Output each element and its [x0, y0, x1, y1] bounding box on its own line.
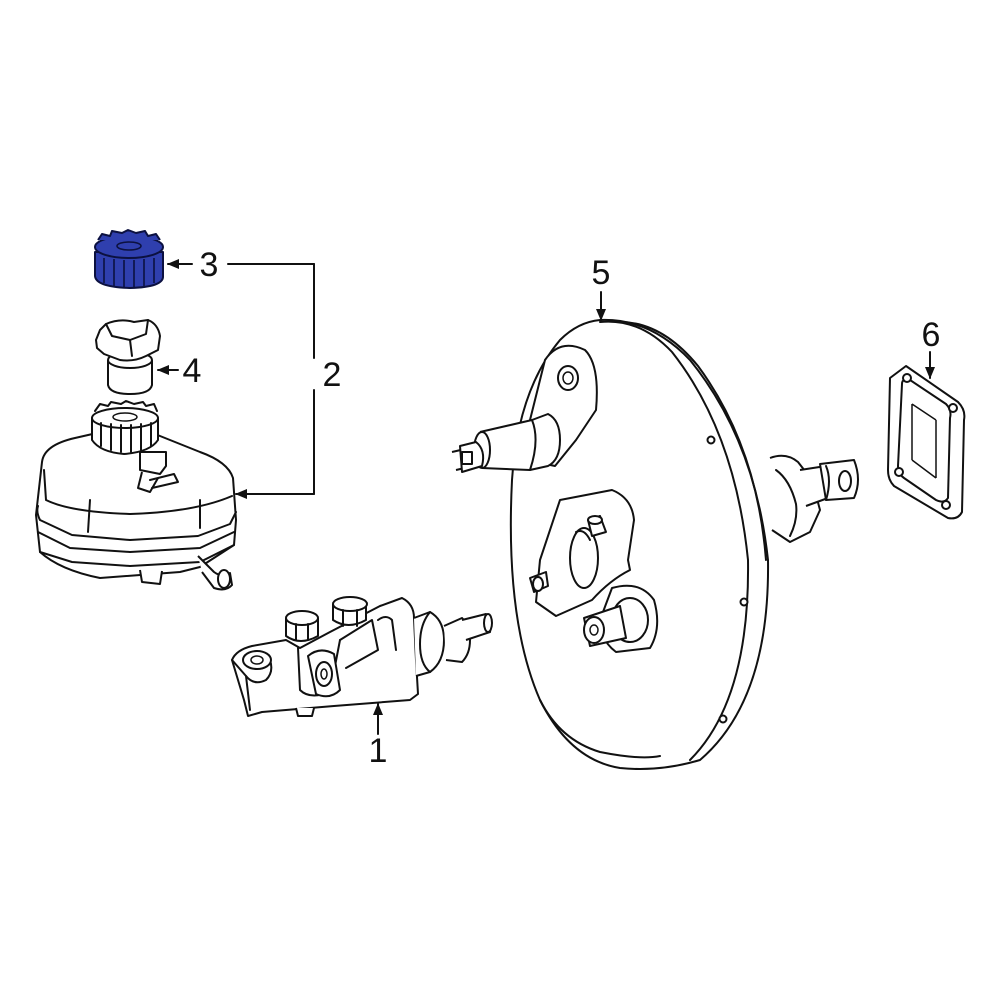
brake-booster-icon[interactable] — [451, 318, 859, 770]
callout-3[interactable]: 3 — [200, 246, 219, 284]
callout-1[interactable]: 1 — [369, 732, 388, 770]
reservoir-cap-icon[interactable] — [94, 229, 164, 289]
master-cylinder-icon[interactable] — [231, 596, 493, 717]
callout-6[interactable]: 6 — [922, 316, 941, 354]
callout-4[interactable]: 4 — [183, 352, 202, 390]
callout-5[interactable]: 5 — [592, 254, 611, 292]
reservoir-strainer-icon[interactable] — [95, 319, 161, 395]
booster-gasket-icon[interactable] — [887, 365, 966, 520]
callout-2[interactable]: 2 — [323, 356, 342, 394]
leader-lines — [157, 259, 935, 735]
brake-fluid-reservoir-icon[interactable] — [35, 400, 237, 591]
